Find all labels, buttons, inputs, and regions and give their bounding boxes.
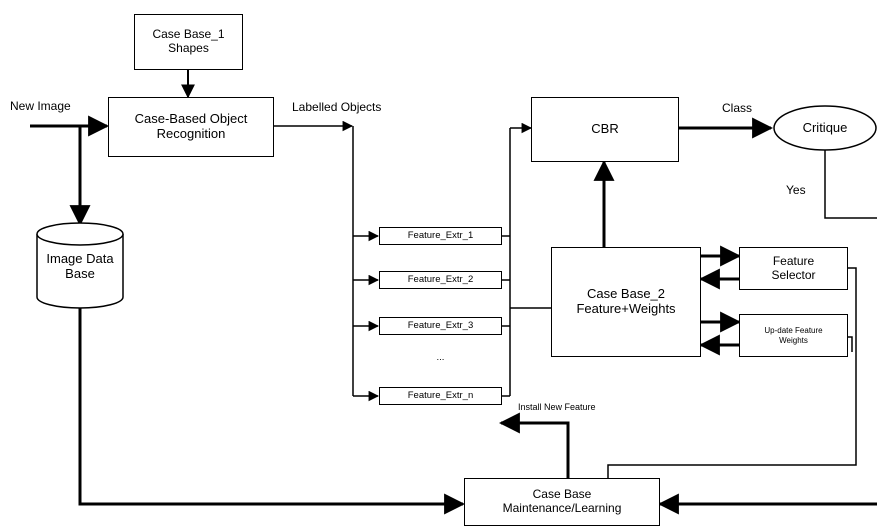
new-image-label: New Image bbox=[10, 99, 71, 113]
feature-extr-ellipsis: ... bbox=[436, 352, 445, 363]
critique-ellipse bbox=[773, 105, 877, 151]
case-base-2-box: Case Base_2 Feature+Weights bbox=[551, 247, 701, 357]
arrow-imagedb-to-maintenance bbox=[78, 308, 466, 515]
case-base-2-label: Case Base_2 Feature+Weights bbox=[576, 286, 676, 316]
object-recognition-box: Case-Based Object Recognition bbox=[108, 97, 274, 157]
feature-extr-3-label: Feature_Extr_3 bbox=[407, 319, 474, 331]
case-base-1-label: Case Base_1 Shapes bbox=[152, 27, 225, 55]
yes-label: Yes bbox=[786, 183, 806, 197]
labelled-objects-label: Labelled Objects bbox=[292, 100, 382, 114]
feature-extr-n-box: Feature_Extr_n bbox=[379, 387, 502, 405]
feature-selector-label: Feature Selector bbox=[771, 253, 816, 282]
feature-extr-2-box: Feature_Extr_2 bbox=[379, 271, 502, 289]
update-weights-box: Up-date Feature Weights bbox=[739, 314, 848, 357]
feature-extr-1-label: Feature_Extr_1 bbox=[407, 229, 474, 241]
cbr-label: CBR bbox=[591, 121, 619, 137]
install-new-feature-label: Install New Feature bbox=[518, 402, 596, 412]
class-label: Class bbox=[722, 101, 753, 115]
image-db-cylinder bbox=[36, 234, 124, 309]
feature-extr-n-label: Feature_Extr_n bbox=[407, 389, 474, 401]
image-db-label: Image Data Base bbox=[46, 251, 114, 281]
feature-extr-2-label: Feature_Extr_2 bbox=[407, 273, 474, 285]
feature-extr-1-box: Feature_Extr_1 bbox=[379, 227, 502, 245]
case-base-1-box: Case Base_1 Shapes bbox=[134, 14, 243, 70]
object-recognition-label: Case-Based Object Recognition bbox=[134, 111, 248, 141]
arrow-install-new-feature bbox=[498, 412, 570, 478]
maintenance-box: Case Base Maintenance/Learning bbox=[464, 478, 660, 526]
maintenance-label: Case Base Maintenance/Learning bbox=[502, 487, 622, 515]
critique-label: Critique bbox=[802, 120, 848, 135]
feature-selector-box: Feature Selector bbox=[739, 247, 848, 290]
update-weights-label: Up-date Feature Weights bbox=[764, 326, 823, 345]
feature-extr-3-box: Feature_Extr_3 bbox=[379, 317, 502, 335]
cbr-box: CBR bbox=[531, 97, 679, 162]
